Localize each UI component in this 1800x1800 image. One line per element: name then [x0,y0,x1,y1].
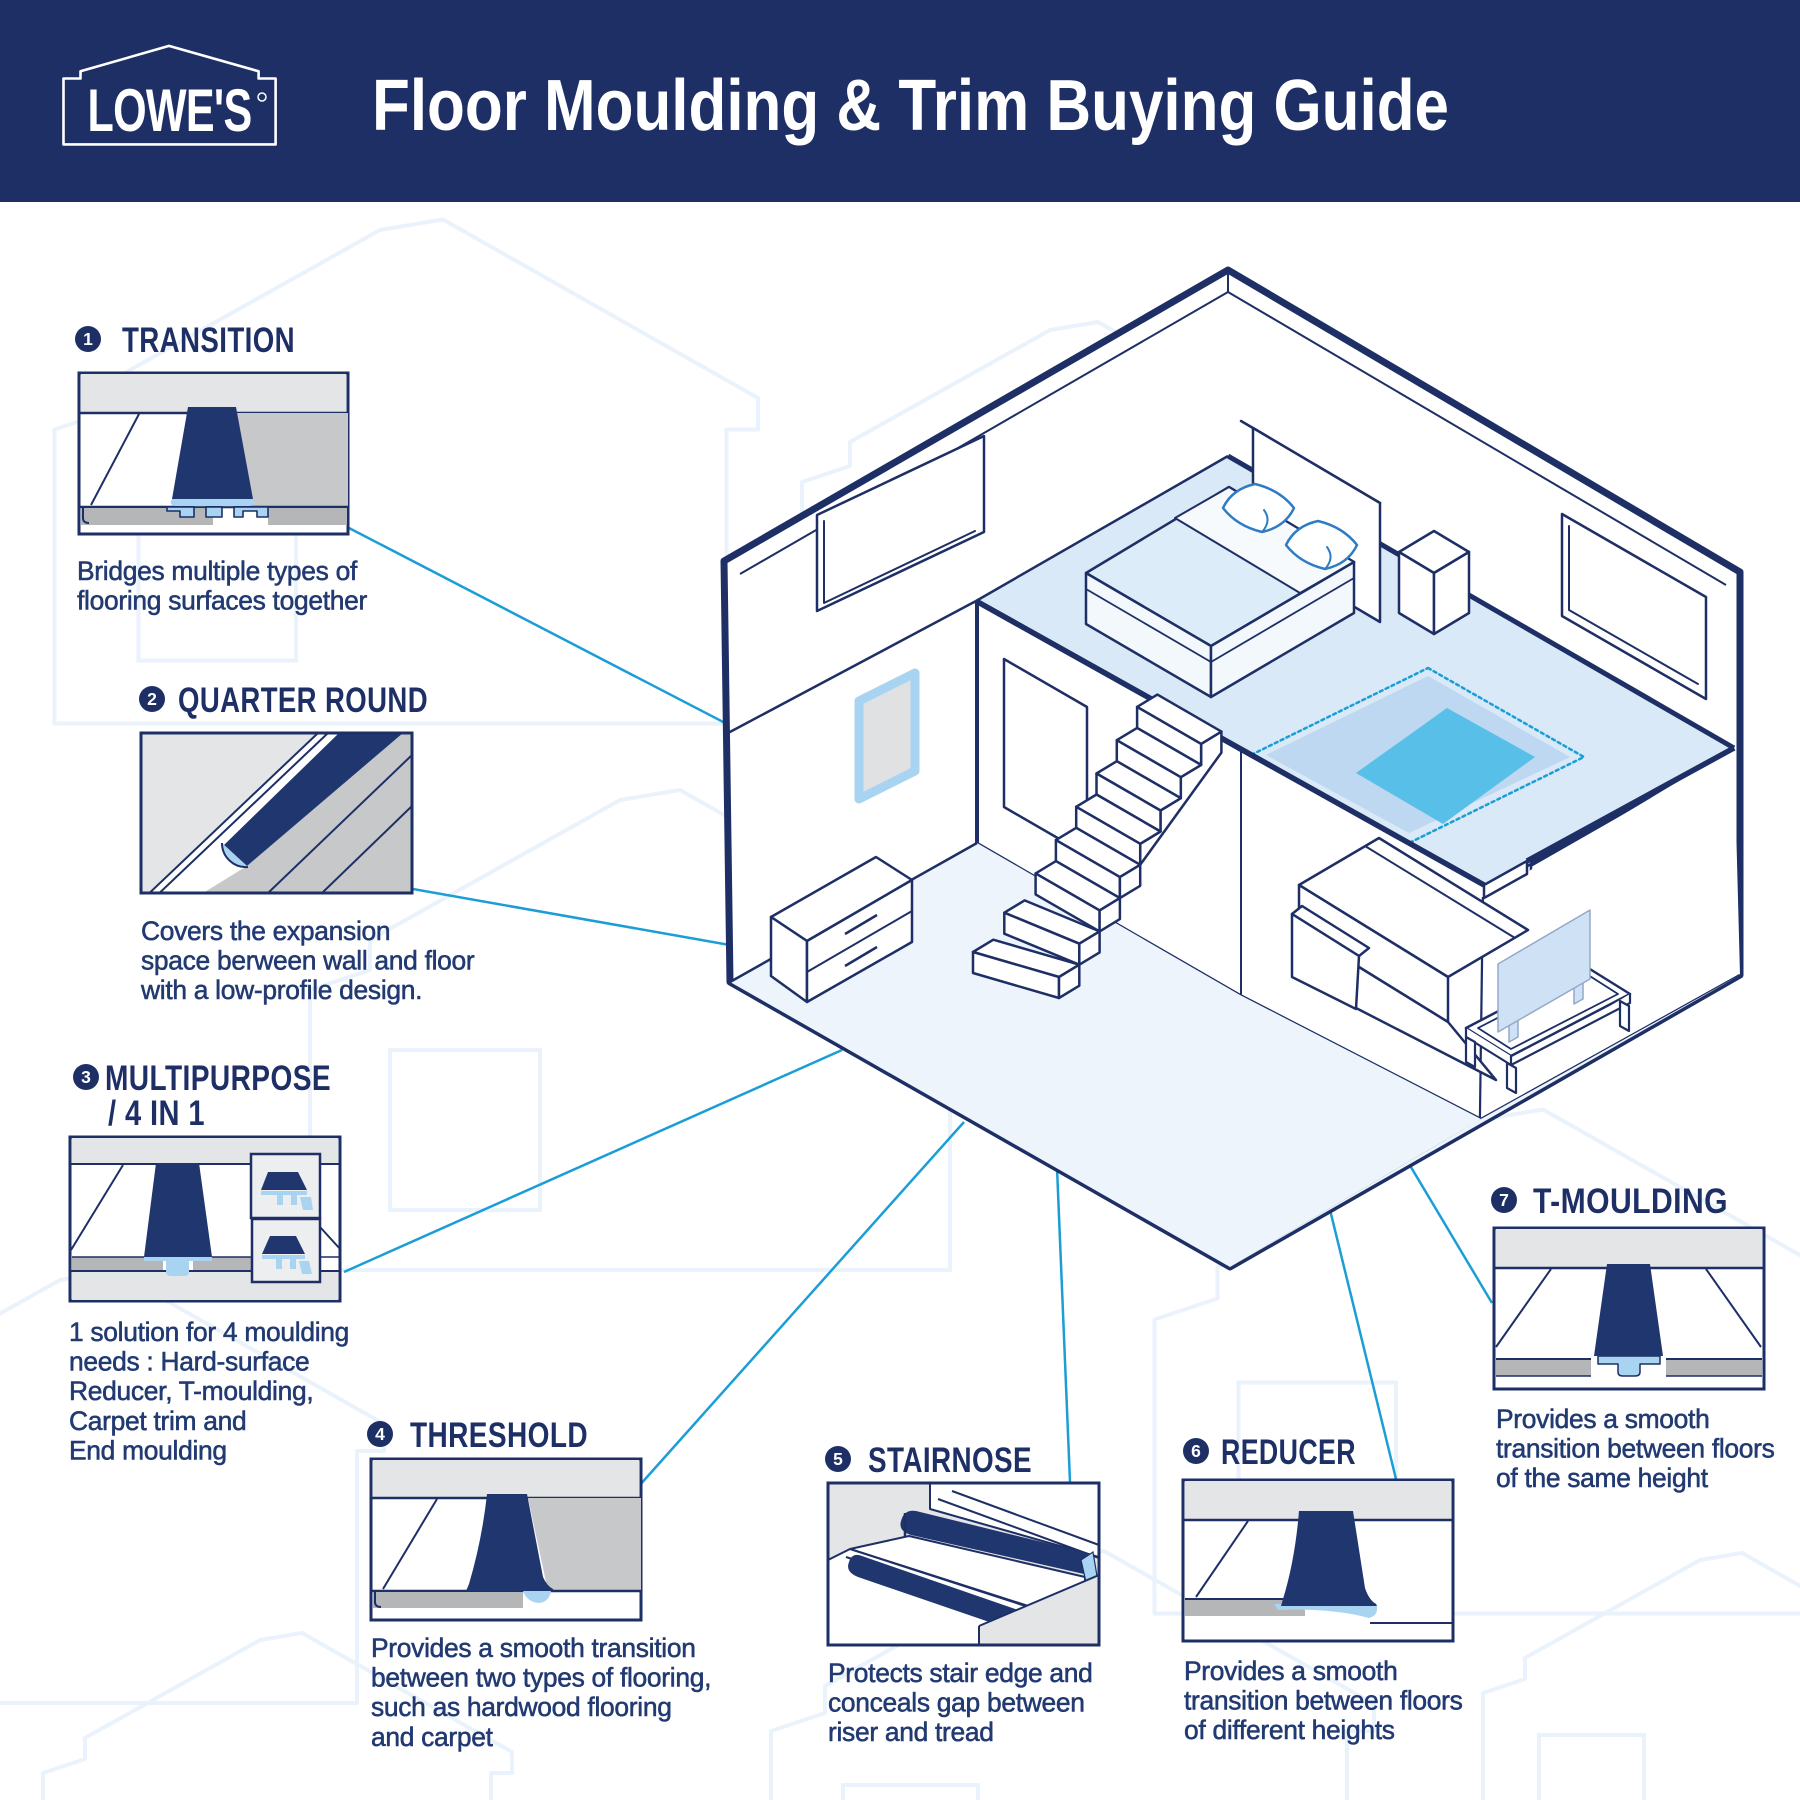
svg-text:STAIRNOSE: STAIRNOSE [868,1441,1032,1480]
svg-text:5: 5 [833,1449,843,1469]
svg-text:Reducer, T-moulding,: Reducer, T-moulding, [69,1376,313,1406]
svg-text:4: 4 [375,1424,385,1444]
svg-text:Bridges multiple types of: Bridges multiple types of [77,556,358,586]
svg-text:REDUCER: REDUCER [1221,1433,1356,1472]
svg-text:such as hardwood flooring: such as hardwood flooring [371,1692,672,1722]
svg-text:THRESHOLD: THRESHOLD [410,1416,588,1455]
svg-text:transition between floors: transition between floors [1496,1434,1775,1464]
svg-text:QUARTER ROUND: QUARTER ROUND [178,681,428,720]
svg-text:with a low-profile design.: with a low-profile design. [140,975,422,1005]
svg-text:and carpet: and carpet [371,1722,494,1752]
svg-text:of the same height: of the same height [1496,1463,1709,1493]
svg-text:between two types of flooring,: between two types of flooring, [371,1663,711,1693]
svg-text:7: 7 [1499,1190,1509,1210]
svg-text:Provides a smooth: Provides a smooth [1496,1404,1709,1434]
svg-text:Protects stair edge and: Protects stair edge and [828,1658,1093,1688]
svg-text:Carpet trim and: Carpet trim and [69,1406,246,1436]
svg-text:T-MOULDING: T-MOULDING [1533,1182,1728,1221]
svg-text:flooring surfaces together: flooring surfaces together [77,586,368,616]
svg-text:1: 1 [83,329,93,349]
svg-text:space berween wall and floor: space berween wall and floor [141,946,475,976]
svg-text:1 solution for 4 moulding: 1 solution for 4 moulding [69,1317,349,1347]
svg-text:Provides a smooth transition: Provides a smooth transition [371,1633,696,1663]
svg-text:/ 4 IN 1: / 4 IN 1 [108,1094,205,1133]
svg-text:End moulding: End moulding [69,1435,227,1465]
svg-text:needs : Hard-surface: needs : Hard-surface [69,1347,309,1377]
svg-text:conceals gap between: conceals gap between [828,1688,1085,1718]
svg-text:3: 3 [81,1067,91,1087]
svg-text:transition between floors: transition between floors [1184,1686,1463,1716]
svg-text:Provides a smooth: Provides a smooth [1184,1656,1397,1686]
svg-text:MULTIPURPOSE: MULTIPURPOSE [105,1059,331,1098]
svg-text:Floor Moulding & Trim Buying G: Floor Moulding & Trim Buying Guide [372,66,1449,146]
svg-text:6: 6 [1191,1441,1201,1461]
svg-text:Covers the expansion: Covers the expansion [141,916,390,946]
svg-text:riser and tread: riser and tread [828,1717,994,1747]
svg-text:LOWE'S: LOWE'S [88,77,252,144]
svg-text:2: 2 [147,689,157,709]
svg-text:TRANSITION: TRANSITION [122,321,295,360]
svg-text:of different heights: of different heights [1184,1715,1395,1745]
